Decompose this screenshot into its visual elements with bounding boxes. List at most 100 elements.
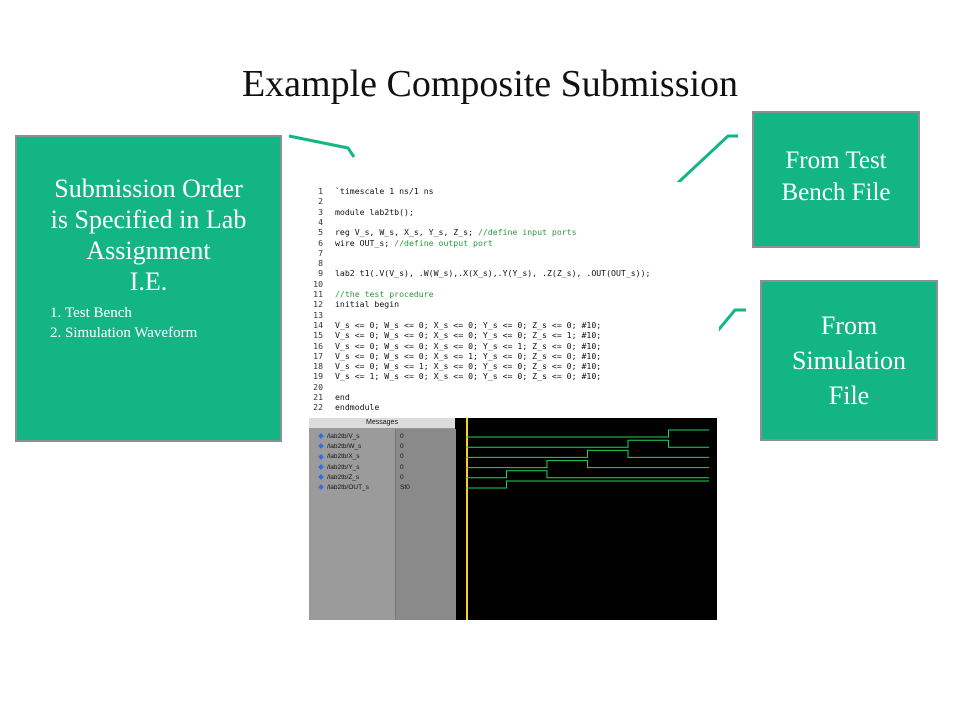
code-comment: //define output port [394, 237, 493, 248]
code-statement: module lab2tb(); [335, 206, 414, 217]
code-comment: //the test procedure [335, 289, 434, 299]
code-statement: endmodule [335, 402, 380, 413]
signal-value: 0 [400, 443, 404, 451]
signal-label: /lab2tb/OUT_s [327, 484, 369, 491]
code-text: V_s <= 0; W_s <= 0; X_s <= 1; Y_s <= 0; … [335, 351, 601, 361]
signal-name[interactable]: /lab2tb/V_s [318, 432, 360, 442]
signal-diamond-icon [318, 433, 324, 440]
line-number: 12 [313, 299, 323, 310]
code-text: //the test procedure [335, 289, 434, 299]
code-statement: V_s <= 0; W_s <= 1; X_s <= 0; Y_s <= 0; … [335, 361, 602, 372]
code-text: reg V_s, W_s, X_s, Y_s, Z_s; //define in… [335, 227, 577, 237]
line-number: 4 [318, 216, 323, 227]
signal-diamond-icon [318, 474, 324, 480]
code-text: V_s <= 0; W_s <= 0; X_s <= 0; Y_s <= 0; … [335, 330, 601, 340]
waveform-viewer: Messages /lab2tb/V_s/lab2tb/W_s/lab2tb/X… [309, 418, 717, 620]
list-item: Test Bench [65, 303, 280, 323]
signal-label: /lab2tb/X_s [327, 453, 360, 461]
line-number: 19 [313, 371, 323, 382]
submission-order-callout: Submission Order is Specified in Lab Ass… [15, 135, 282, 442]
signal-trace [466, 480, 709, 489]
signal-value: St0 [400, 484, 410, 491]
callout-line: Bench File [781, 179, 891, 206]
line-number: 10 [313, 278, 323, 289]
code-statement: V_s <= 0; W_s <= 0; X_s <= 0; Y_s <= 0; … [335, 319, 602, 330]
code-text: initial begin [335, 299, 399, 309]
simulation-callout: From Simulation File [760, 280, 938, 441]
line-number: 20 [313, 381, 323, 392]
code-statement: reg V_s, W_s, X_s, Y_s, Z_s; [335, 227, 478, 238]
callout-line: File [828, 381, 870, 410]
line-number: 7 [318, 247, 323, 258]
signal-trace [466, 449, 709, 458]
signal-label: /lab2tb/Y_s [327, 463, 360, 471]
callout-line: Assignment [86, 236, 211, 265]
line-number: 3 [318, 206, 323, 217]
signal-label: /lab2tb/Z_s [327, 473, 360, 481]
line-number: 1 [318, 186, 323, 196]
signal-value: 0 [400, 473, 404, 481]
callout-line: From Test [785, 147, 887, 174]
callout-line: Submission Order [54, 174, 243, 203]
pointer-line-left [288, 134, 356, 158]
line-number: 21 [313, 392, 323, 402]
code-text: `timescale 1 ns/1 ns [335, 186, 434, 196]
line-number: 17 [313, 350, 323, 361]
signal-name[interactable]: /lab2tb/X_s [318, 452, 360, 462]
waveform-traces [466, 418, 709, 620]
signal-label: /lab2tb/W_s [327, 443, 362, 451]
code-statement: V_s <= 0; W_s <= 0; X_s <= 0; Y_s <= 1; … [335, 340, 602, 351]
code-text: lab2 t1(.V(V_s), .W(W_s),.X(X_s),.Y(Y_s)… [335, 268, 650, 278]
code-statement: `timescale 1 ns/1 ns [335, 186, 434, 196]
line-number: 16 [313, 340, 323, 351]
signal-trace [466, 439, 709, 448]
signal-value: 0 [400, 433, 404, 440]
code-text: end [335, 392, 350, 402]
line-number: 15 [313, 330, 323, 341]
signal-trace [466, 470, 709, 479]
signal-trace [466, 429, 709, 438]
line-number: 22 [313, 402, 323, 413]
line-number: 9 [318, 268, 323, 279]
code-text: V_s <= 0; W_s <= 0; X_s <= 0; Y_s <= 0; … [335, 320, 601, 330]
code-text: V_s <= 0; W_s <= 0; X_s <= 0; Y_s <= 1; … [335, 341, 601, 351]
signal-name[interactable]: /lab2tb/Y_s [318, 463, 360, 473]
submission-order-list: Test Bench Simulation Waveform [17, 303, 280, 343]
signal-trace [466, 460, 709, 469]
signal-names-pane: /lab2tb/V_s/lab2tb/W_s/lab2tb/X_s/lab2tb… [309, 429, 395, 620]
signal-diamond-icon [318, 443, 324, 450]
test-bench-callout: From Test Bench File [752, 111, 920, 248]
code-text: V_s <= 0; W_s <= 1; X_s <= 0; Y_s <= 0; … [335, 361, 601, 371]
code-comment: //define input ports [477, 227, 577, 238]
callout-line: is Specified in Lab [50, 205, 247, 234]
callout-line: From [820, 311, 878, 340]
line-number: 14 [313, 319, 323, 330]
callout-line: I.E. [129, 267, 168, 296]
code-text: wire OUT_s; //define output port [335, 238, 493, 248]
code-statement: V_s <= 0; W_s <= 0; X_s <= 1; Y_s <= 0; … [335, 350, 602, 361]
line-number: 13 [313, 309, 323, 320]
signal-diamond-icon [318, 453, 324, 460]
code-statement: wire OUT_s; [335, 237, 395, 248]
code-statement: initial begin [335, 299, 400, 310]
signal-name[interactable]: /lab2tb/Z_s [318, 473, 360, 483]
signal-name[interactable]: /lab2tb/W_s [318, 442, 362, 452]
slide-title: Example Composite Submission [241, 63, 739, 105]
signal-label: /lab2tb/V_s [327, 433, 360, 440]
signal-value: 0 [400, 453, 404, 461]
code-statement: lab2 t1(.V(V_s), .W(W_s),.X(X_s),.Y(Y_s)… [335, 268, 651, 279]
line-number: 8 [318, 258, 323, 269]
code-text: module lab2tb(); [335, 207, 414, 217]
list-item: Simulation Waveform [65, 323, 280, 343]
line-number: 6 [318, 237, 323, 248]
code-text: endmodule [335, 402, 379, 412]
line-number: 18 [313, 361, 323, 372]
code-statement: V_s <= 1; W_s <= 0; X_s <= 0; Y_s <= 0; … [335, 371, 602, 382]
signal-diamond-icon [318, 484, 324, 491]
signal-name[interactable]: /lab2tb/OUT_s [318, 483, 369, 493]
code-statement: V_s <= 0; W_s <= 0; X_s <= 0; Y_s <= 0; … [335, 330, 602, 341]
line-number: 5 [318, 227, 323, 238]
messages-header: Messages [309, 418, 455, 429]
